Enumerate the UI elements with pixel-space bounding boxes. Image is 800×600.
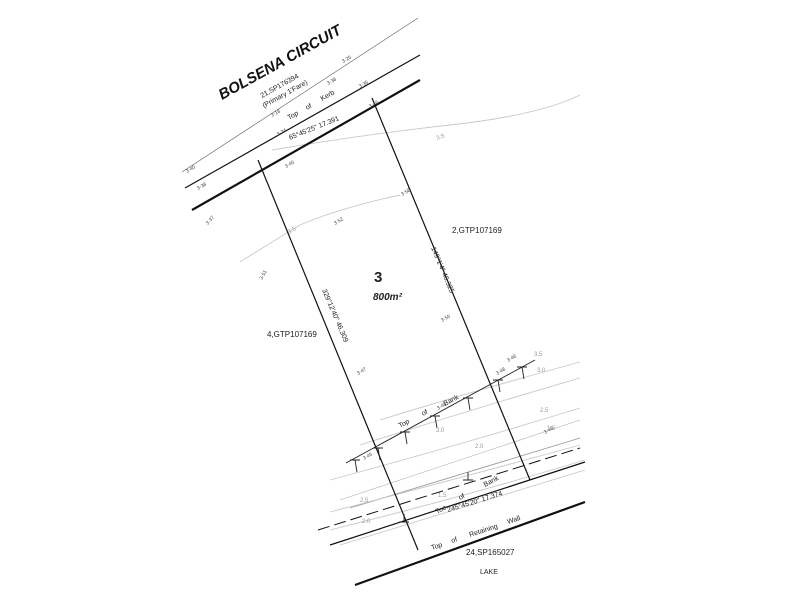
- bank-tick: [517, 366, 527, 380]
- contour-label: 2.5: [540, 408, 549, 414]
- spot-level: 3·37: [205, 215, 216, 227]
- wall-label-top: Top: [430, 542, 443, 552]
- spot-level: 3·46: [436, 401, 448, 411]
- road-edge-line: [181, 17, 419, 173]
- spot-level: 3·51: [259, 269, 269, 281]
- spot-level: 3·48: [543, 425, 555, 435]
- bank-toe-label-toe: Toe: [435, 504, 448, 516]
- contour-3.5-upper: [271, 94, 581, 151]
- bank-line: [345, 359, 536, 523]
- retaining-wall-line: [329, 461, 586, 546]
- neighbour-west: 4,GTP107169: [267, 330, 317, 339]
- spot-level: 3·18: [270, 108, 282, 118]
- contour-labels: 3.5 3.5 3.0 3.0 2.5 2.0 1.5 2.5 2.0 1.5 …: [287, 133, 556, 525]
- west-bearing: 329°12'40" 46.309: [320, 288, 350, 344]
- lake-label: LAKE: [480, 569, 498, 576]
- contour-lines: [239, 94, 586, 546]
- kerb-label-top: Top: [287, 110, 300, 122]
- spot-level: 3·45: [284, 159, 296, 169]
- lot-area: 800m²: [373, 292, 403, 303]
- contour-2.5-b: [329, 444, 581, 513]
- kerb-line: [184, 54, 421, 189]
- bank-tick: [373, 447, 383, 461]
- rear-boundary-dashed: [317, 447, 581, 531]
- contour-label: 1.5: [438, 493, 447, 499]
- contour-3.0-b: [359, 377, 581, 446]
- east-bearing: 149°1'4" 46.325: [429, 246, 456, 295]
- spot-level: 3·38: [326, 76, 338, 86]
- spot-level: 3·45: [362, 451, 374, 461]
- rear-bearing: 245°45'20" 17.374: [446, 489, 503, 513]
- lake-edge-line: [354, 500, 586, 587]
- contour-label: 3.5: [534, 352, 543, 358]
- spot-level: 3·46: [368, 99, 380, 109]
- spot-level: 3·34: [276, 127, 288, 137]
- contour-label: 2.0: [362, 519, 371, 525]
- top-of-bank-line: [345, 359, 536, 464]
- bank-tick: [430, 415, 440, 429]
- spot-levels: 3·40 3·38 3·37 3·34 3·18 3·25 3·45 3·38 …: [185, 54, 555, 461]
- wall-label-of: of: [450, 536, 458, 544]
- bank-toe-label-of: of: [458, 493, 466, 502]
- spot-level: 3·58: [400, 187, 412, 197]
- lot-boundaries: [257, 97, 586, 587]
- west-boundary: [257, 159, 419, 551]
- contour-label: 2.0: [475, 444, 484, 450]
- contour-label: 2.5: [360, 498, 369, 504]
- contour-3.0-a: [379, 361, 581, 421]
- street-boundary-line: [191, 79, 421, 211]
- contour-3.5-lower: [239, 194, 401, 263]
- contour-label: 3.5: [287, 226, 298, 236]
- lot-number: 3: [374, 269, 382, 286]
- contour-label: 3.0: [537, 368, 546, 374]
- contour-label: 3.5: [436, 133, 447, 142]
- spot-level: 3·35: [358, 79, 370, 89]
- east-boundary: [371, 97, 531, 481]
- spot-level: 3·40: [185, 164, 197, 174]
- kerb-label-of: of: [305, 103, 314, 112]
- bank-toe-label-bank: Bank: [483, 475, 501, 489]
- spot-level: 3·47: [356, 366, 368, 376]
- spot-level: 3·46: [506, 353, 518, 363]
- contour-1.5-b: [339, 469, 586, 546]
- street-lines: [181, 17, 421, 211]
- wall-label-retaining: Retaining: [468, 523, 498, 539]
- bank-tick: [399, 514, 409, 523]
- spot-level: 3·52: [333, 216, 345, 226]
- kerb-label-kerb: Kerb: [320, 89, 336, 102]
- bank-tick: [493, 379, 503, 393]
- bank-tick: [463, 397, 473, 411]
- spot-level: 3·38: [196, 181, 208, 191]
- spot-level: 3·48: [495, 366, 507, 376]
- street-name: BOLSENA CIRCUIT: [216, 21, 346, 104]
- spot-level: 3·55: [440, 313, 452, 323]
- bank-tick: [400, 431, 410, 445]
- contour-2.0-a: [339, 419, 581, 501]
- wall-label-wall: Wall: [506, 515, 521, 526]
- contour-2.5-a: [329, 407, 581, 481]
- bank-top-label-top: Top: [398, 418, 411, 430]
- bank-tick: [350, 459, 360, 473]
- bank-tick: [463, 472, 473, 481]
- contour-label: 1.5: [547, 426, 556, 432]
- contour-label: 3.0: [436, 428, 445, 434]
- neighbour-east: 2,GTP107169: [452, 226, 502, 235]
- bank-top-label-of: of: [421, 409, 429, 418]
- spot-level: 3·25: [341, 54, 353, 64]
- contour-2.0-b: [329, 459, 586, 531]
- neighbour-rear: 24,SP165027: [466, 548, 515, 557]
